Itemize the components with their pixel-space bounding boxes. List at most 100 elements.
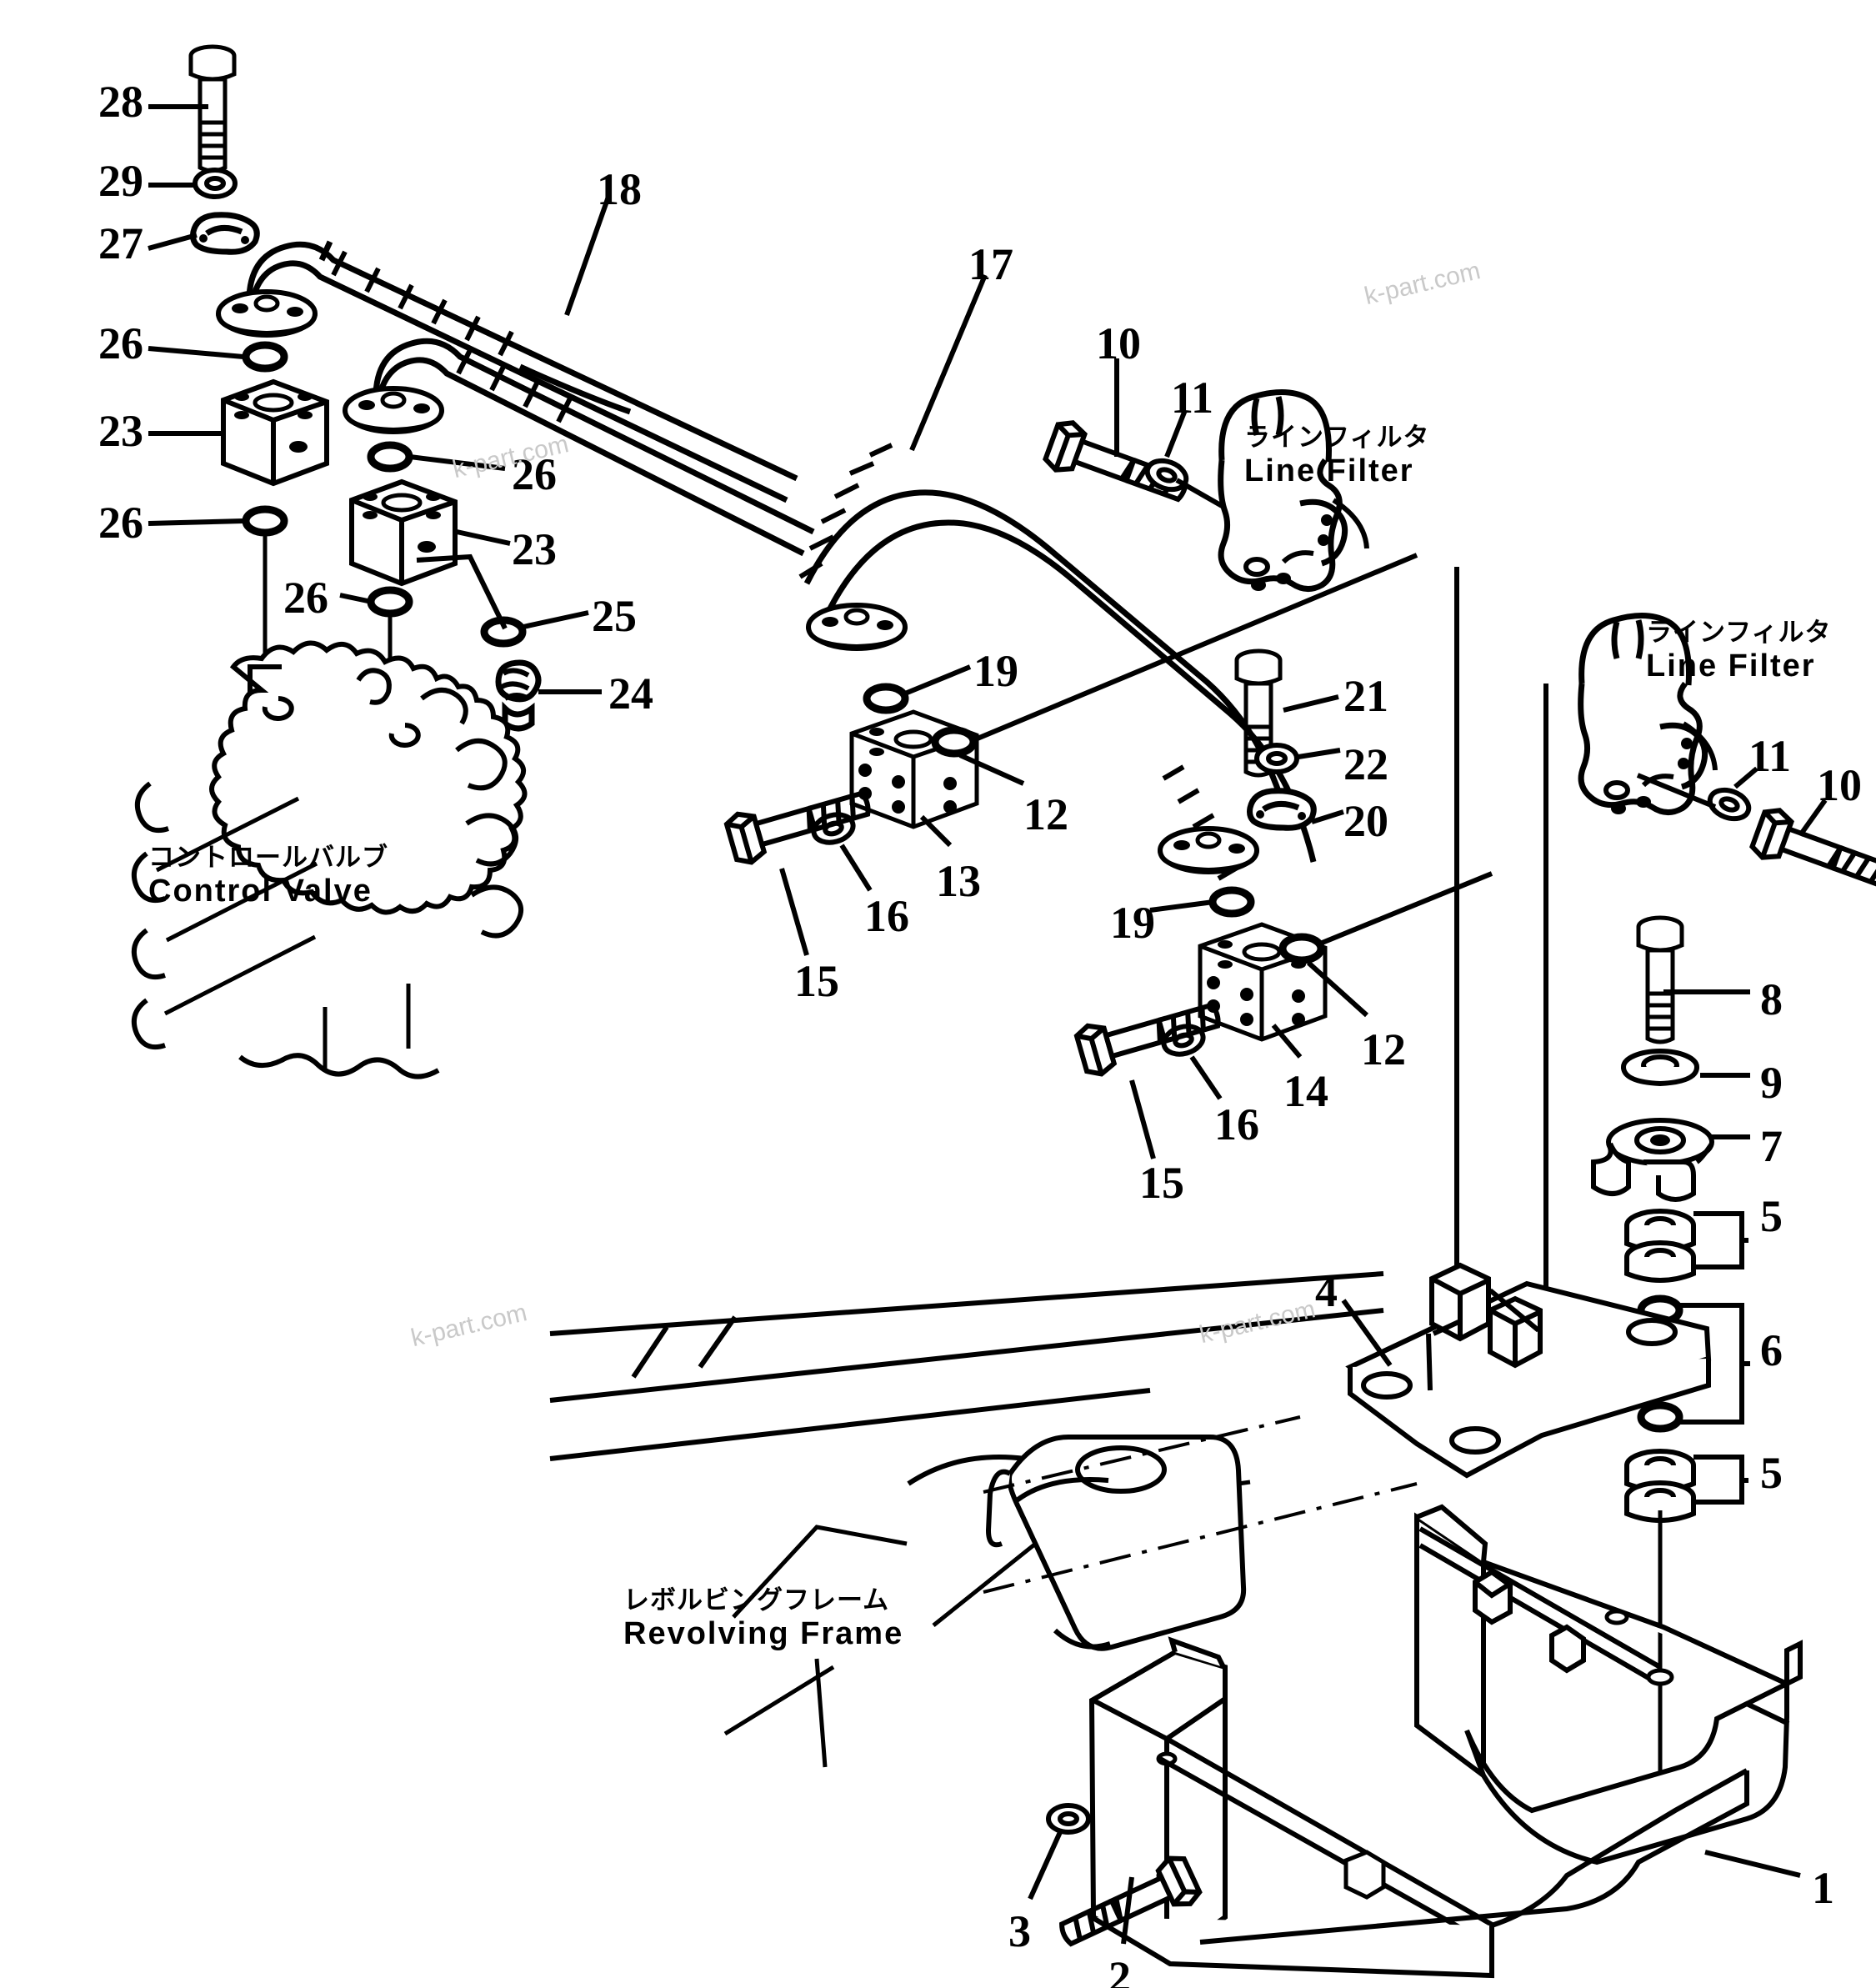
leader-20 [1311, 809, 1344, 824]
leader-14 [1271, 1024, 1303, 1059]
callout-15-b: 15 [1139, 1158, 1184, 1208]
leader-13 [919, 814, 953, 848]
callout-26-b: 26 [98, 498, 143, 548]
part-27-clamp [193, 215, 258, 253]
callout-25: 25 [592, 591, 637, 641]
callout-11-b: 11 [1748, 731, 1792, 781]
callout-11-a: 11 [1171, 373, 1214, 423]
part-12-oring-b [1283, 937, 1321, 960]
bracket-5-bottom [1693, 1455, 1744, 1505]
callout-24: 24 [608, 669, 653, 719]
callout-21: 21 [1343, 671, 1388, 721]
leader-10b [1798, 799, 1828, 837]
leader-19b [1149, 899, 1214, 913]
part-29-washer [195, 170, 235, 197]
caption-revolving-frame-en: Revolving Frame [623, 1615, 904, 1651]
callout-27: 27 [98, 218, 143, 268]
part-17-hose [798, 443, 1317, 881]
filter-1-bracket [1332, 498, 1369, 549]
hose-18-flange [218, 292, 315, 335]
centerline-b [983, 1482, 1418, 1594]
part-23-block-a [223, 382, 327, 483]
callout-10-b: 10 [1817, 760, 1862, 810]
leader-16b [1189, 1055, 1223, 1100]
part-26-oring-c [371, 445, 409, 468]
leader-18 [564, 196, 611, 316]
callout-18: 18 [597, 164, 642, 214]
caption-line-filter-2-en: Line Filter [1646, 648, 1816, 684]
callout-22: 22 [1343, 739, 1388, 789]
callout-8: 8 [1760, 974, 1783, 1024]
part-4-support-plate [1345, 1262, 1712, 1479]
leader-2 [1121, 1876, 1134, 1945]
part-26-oring-a [246, 345, 284, 368]
callout-6: 6 [1760, 1325, 1783, 1375]
leader-26d [339, 593, 373, 604]
part-8-bolt [1638, 918, 1682, 1042]
part-5-cushion-bottom [1627, 1451, 1693, 1520]
leader-12b [1306, 960, 1369, 1018]
callout-5-bottom: 5 [1760, 1448, 1783, 1498]
hose-18b-flange [345, 388, 442, 432]
leader-15b [1129, 1079, 1156, 1159]
callout-3: 3 [1008, 1906, 1031, 1956]
part-20-clamp [1250, 791, 1314, 829]
callout-14: 14 [1283, 1066, 1328, 1116]
part-26-oring-d [371, 590, 409, 613]
leader-21 [1283, 694, 1339, 713]
callout-1: 1 [1812, 1863, 1834, 1913]
callout-10-a: 10 [1096, 318, 1141, 368]
assembly-line-11b [1636, 773, 1717, 809]
part-19-oring-a [867, 687, 905, 710]
callout-19-b: 19 [1110, 898, 1155, 948]
callout-16-b: 16 [1214, 1099, 1259, 1149]
leader-12a [958, 753, 1025, 786]
cover-plate [985, 1435, 1247, 1651]
part-7-cup-washer [1591, 1118, 1714, 1202]
leader-4 [1341, 1299, 1393, 1367]
leader-11b [1733, 766, 1758, 789]
part-23-block-b [352, 482, 455, 583]
caption-line-filter-1-en: Line Filter [1244, 453, 1414, 488]
leader-12b-long [1318, 871, 1493, 946]
caption-control-valve: コントロールバルブ Control Valve [148, 843, 388, 909]
part-5-cushion-top [1627, 1211, 1693, 1280]
callout-13: 13 [936, 856, 981, 906]
leader-15a [779, 868, 809, 956]
callout-26-d: 26 [283, 573, 328, 623]
callout-26-c: 26 [512, 449, 557, 499]
leader-16a [839, 844, 873, 892]
part-26-oring-b [246, 509, 284, 533]
part-22-washer [1257, 745, 1297, 772]
part-9-washer [1621, 1049, 1699, 1087]
leader-17 [909, 273, 988, 452]
leader-22 [1298, 748, 1341, 759]
filter-2-bracket [1682, 721, 1718, 771]
control-valve-body [132, 640, 528, 1079]
callout-9: 9 [1760, 1058, 1783, 1108]
hose-17-flange-bot [1160, 829, 1257, 872]
connector-23b-25 [416, 553, 508, 630]
part-24-plug [495, 659, 542, 732]
callout-20: 20 [1343, 796, 1388, 846]
leader-1 [1704, 1850, 1801, 1878]
callout-28: 28 [98, 77, 143, 127]
callout-16-a: 16 [864, 891, 909, 941]
leader-26b [148, 518, 244, 526]
callout-23-a: 23 [98, 406, 143, 456]
callout-26-a: 26 [98, 318, 143, 368]
frame-tick [723, 1665, 835, 1736]
caption-line-filter-1: ラインフィルタ Line Filter [1244, 423, 1429, 489]
callout-2: 2 [1108, 1952, 1131, 1988]
centerline-a [983, 1415, 1301, 1494]
callout-23-b: 23 [512, 524, 557, 574]
callout-12-b: 12 [1361, 1024, 1406, 1074]
leader-11a [1164, 408, 1188, 458]
caption-revolving-frame: レボルビングフレーム Revolving Frame [623, 1585, 904, 1652]
bracket-5-top [1693, 1211, 1744, 1269]
leader-27 [148, 233, 198, 251]
caption-control-valve-en: Control Valve [148, 873, 373, 909]
callout-12-a: 12 [1023, 789, 1068, 839]
part-19-oring-b [1213, 890, 1251, 914]
